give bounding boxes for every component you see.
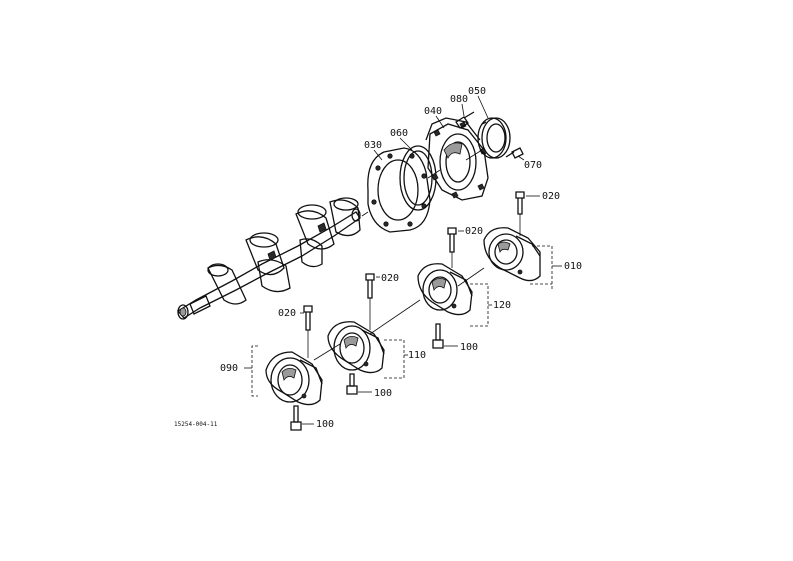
callout-120: 120: [493, 300, 511, 311]
callout-080: 080: [450, 94, 468, 105]
bracket-120: [470, 283, 489, 327]
bearing-case-110: [327, 321, 385, 374]
bolt-100-c: [432, 323, 444, 349]
callout-100-a: 100: [316, 419, 334, 430]
callout-040: 040: [424, 106, 442, 117]
callout-110: 110: [408, 350, 426, 361]
bolt-100-b: [346, 373, 358, 395]
callout-labels: 030 060 040 080 050 070 020 020 010 020 …: [174, 86, 582, 430]
callout-020-a: 020: [542, 191, 560, 202]
callout-050: 050: [468, 86, 486, 97]
alignment-lines: [307, 149, 521, 361]
callout-030: 030: [364, 140, 382, 151]
bolt-020-b: [447, 227, 457, 253]
bolt-080: [455, 111, 475, 129]
bracket-110: [384, 339, 405, 379]
bolt-100-a: [290, 405, 302, 431]
bearing-case-090: [265, 351, 323, 406]
bracket-090: [251, 345, 258, 397]
callout-060: 060: [390, 128, 408, 139]
housing-040: [425, 117, 489, 201]
drawing-code: 15254-004-11: [174, 421, 218, 428]
bearing-case-010: [483, 227, 541, 282]
bolt-070: [505, 147, 524, 159]
crankshaft: [177, 197, 361, 320]
bolt-020-d: [303, 305, 313, 331]
bracket-010: [530, 245, 553, 290]
callout-010: 010: [564, 261, 582, 272]
callout-100-c: 100: [460, 342, 478, 353]
callout-020-b: 020: [465, 226, 483, 237]
bolt-020-c: [365, 273, 375, 299]
leader-lines: [244, 95, 562, 425]
oil-seal-050: [477, 117, 511, 159]
bolt-020-a: [515, 191, 525, 215]
bearing-case-120: [417, 263, 473, 316]
callout-020-d: 020: [278, 308, 296, 319]
callout-100-b: 100: [374, 388, 392, 399]
callout-070: 070: [524, 160, 542, 171]
callout-090: 090: [220, 363, 238, 374]
callout-020-c: 020: [381, 273, 399, 284]
gasket-030: [367, 147, 431, 233]
